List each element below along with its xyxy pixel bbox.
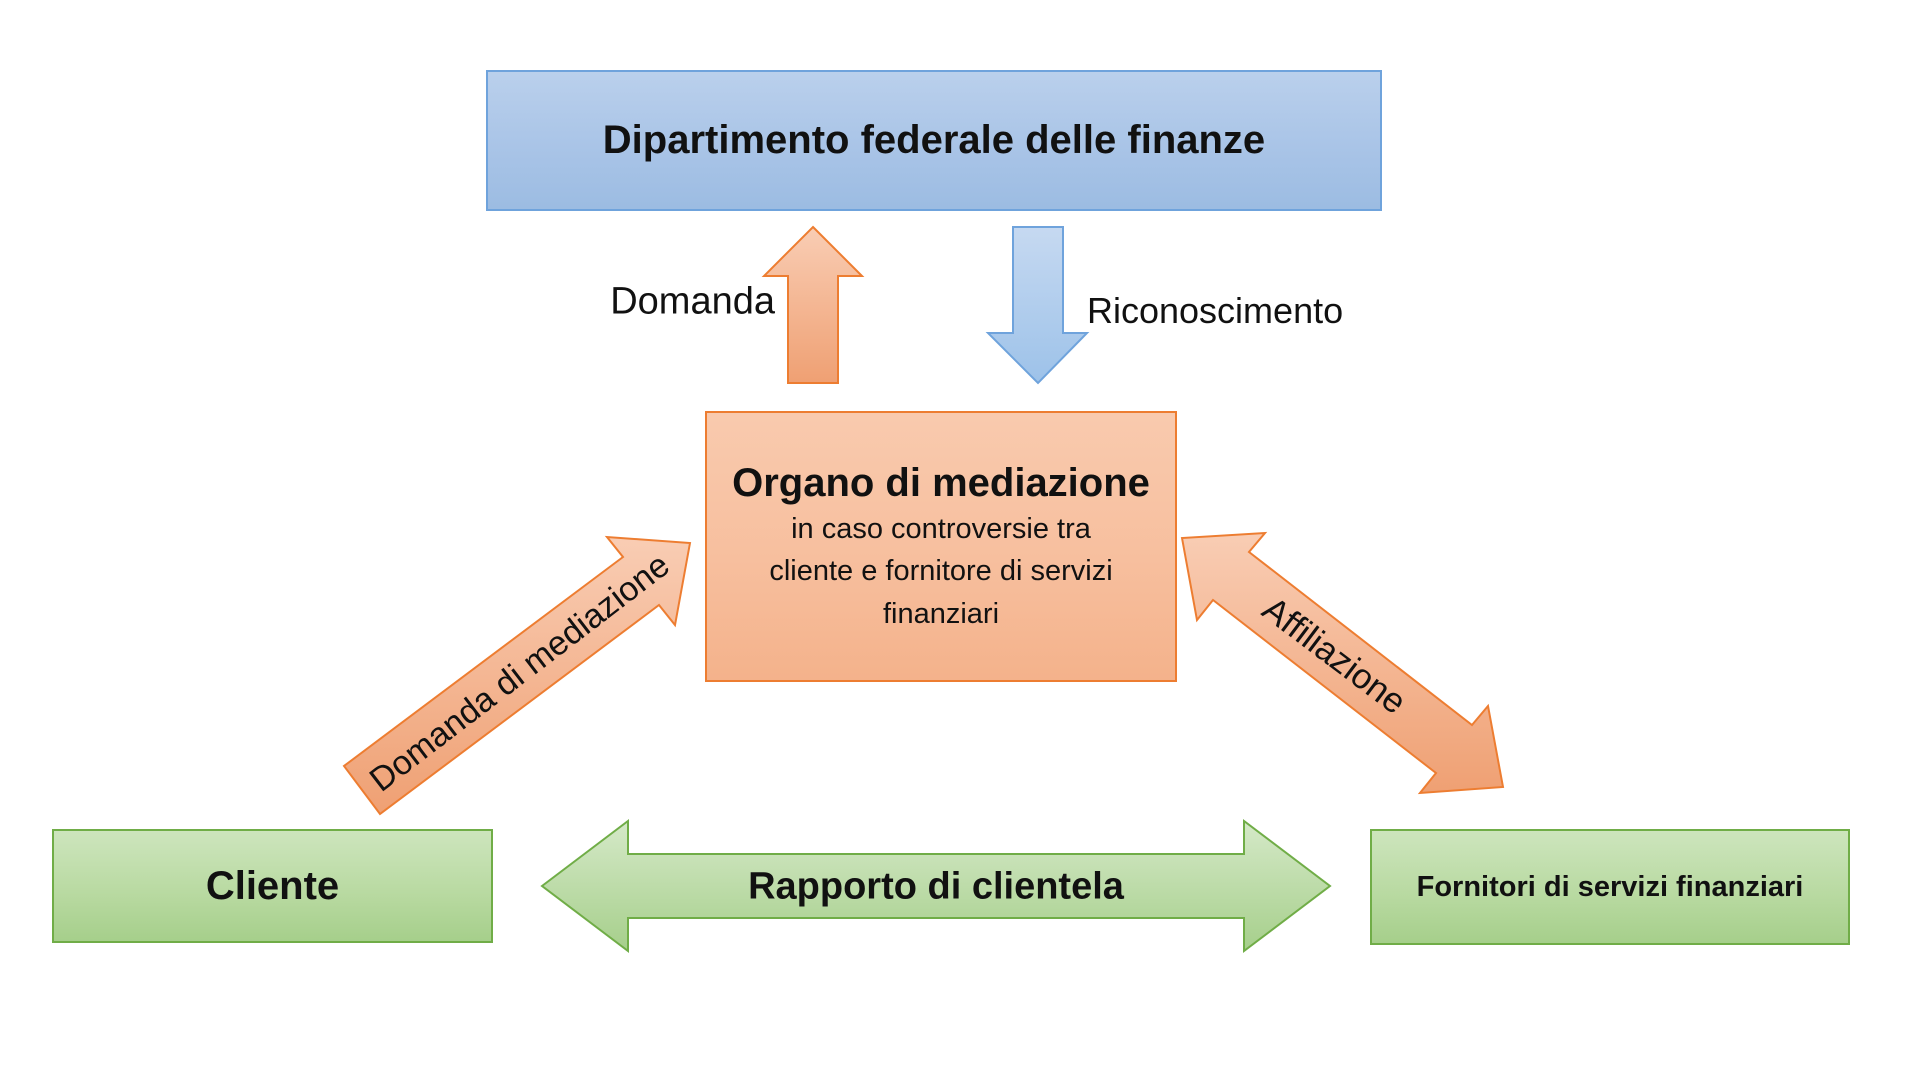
domanda-mediazione-arrow xyxy=(342,535,692,816)
providers-label: Fornitori di servizi finanziari xyxy=(1416,870,1804,903)
mediation-body-line: in caso controversie tra xyxy=(791,513,1091,546)
riconoscimento-down-arrow xyxy=(985,226,1090,385)
mediation-box: Organo di mediazione in caso controversi… xyxy=(705,411,1177,682)
department-box: Dipartimento federale delle finanze xyxy=(486,70,1382,211)
rapporto-arrow-label: Rapporto di clientela xyxy=(748,865,1124,908)
rapporto-double-arrow xyxy=(540,818,1332,954)
mediation-body-line: finanziari xyxy=(882,597,1000,630)
domanda-arrow-label: Domanda xyxy=(610,280,775,323)
department-label: Dipartimento federale delle finanze xyxy=(602,118,1266,162)
mediation-body: in caso controversie tra cliente e forni… xyxy=(769,508,1112,634)
providers-box: Fornitori di servizi finanziari xyxy=(1370,829,1850,945)
client-label: Cliente xyxy=(205,863,340,908)
riconoscimento-arrow-label: Riconoscimento xyxy=(1087,290,1344,331)
mediation-title: Organo di mediazione xyxy=(732,461,1150,506)
affiliazione-double-arrow xyxy=(1180,531,1505,795)
mediation-body-line: cliente e fornitore di servizi xyxy=(769,555,1113,588)
domanda-up-arrow xyxy=(761,225,865,384)
client-box: Cliente xyxy=(52,829,493,943)
